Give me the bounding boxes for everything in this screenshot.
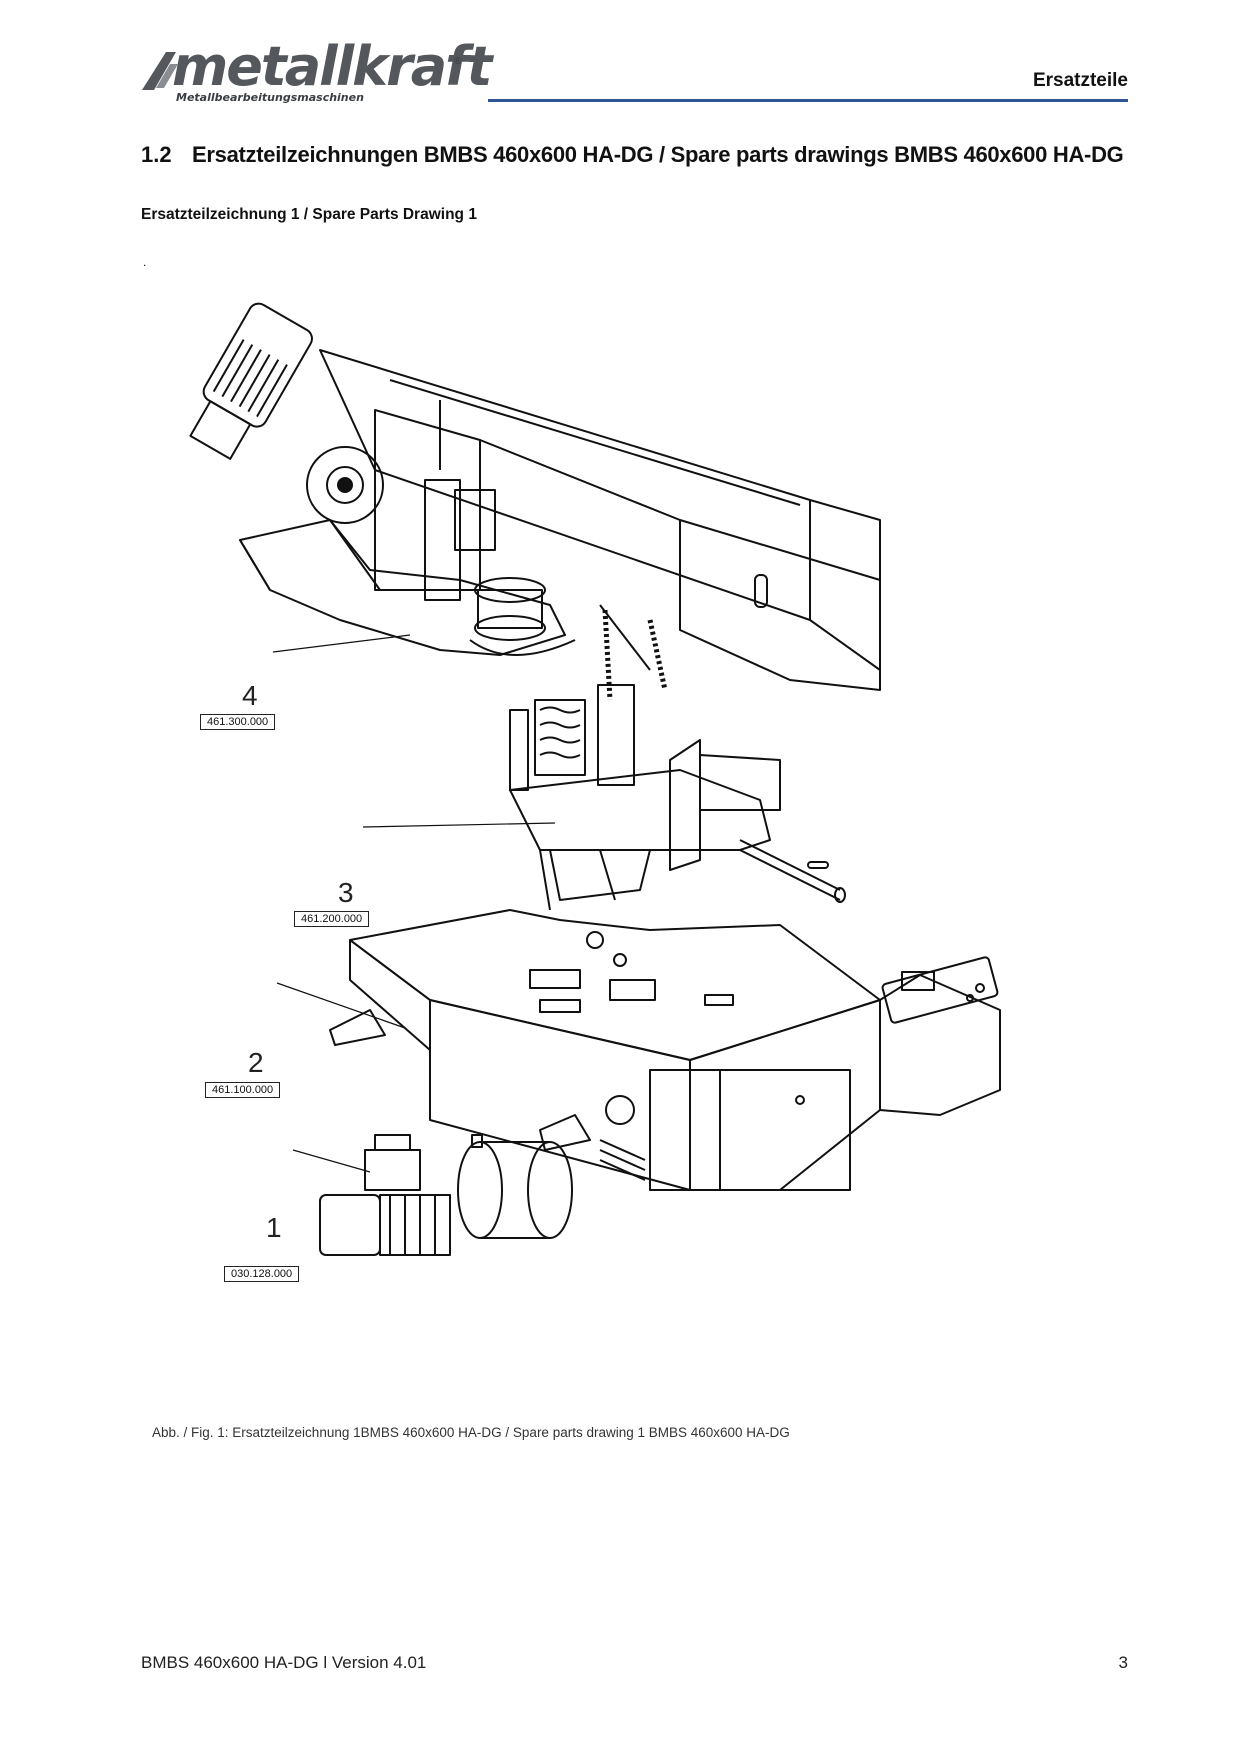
header-rule [488,99,1128,102]
vise-assembly [509,684,846,911]
saw-bow-assembly [189,302,881,701]
callout-2-part-no: 461.100.000 [205,1082,281,1098]
callout-3-number: 3 [338,877,354,908]
callout-2-number: 2 [248,1047,264,1078]
logo-tagline: Metallbearbeitungsmaschinen [176,91,364,104]
callout-4-part-no: 461.300.000 [200,714,276,730]
section-title: Ersatzteilzeichnungen BMBS 460x600 HA-DG… [192,142,1124,167]
logo-registered-mark: ® [454,56,462,67]
footer-document-version: BMBS 460x600 HA-DG l Version 4.01 [141,1653,427,1672]
machine-base [329,909,1001,1191]
exploded-drawing [189,302,1001,1256]
logo-wordmark: metallkraft [172,35,492,98]
logo-mark [142,52,178,90]
callout-1-number: 1 [266,1212,282,1243]
stray-dot: . [143,255,147,269]
header-section-title: Ersatzteile [1032,70,1128,91]
callout-3-part-no: 461.200.000 [294,911,370,927]
section-number: 1.2 [141,142,172,167]
callout-4-number: 4 [242,680,258,711]
callout-1-part-no: 030.128.000 [224,1266,300,1282]
footer-page-number: 3 [1118,1653,1128,1672]
hydraulic-unit [319,1134,573,1256]
drawing-subtitle: Ersatzteilzeichnung 1 / Spare Parts Draw… [141,206,477,223]
figure-caption: Abb. / Fig. 1: Ersatzteilzeichnung 1BMBS… [152,1425,790,1440]
